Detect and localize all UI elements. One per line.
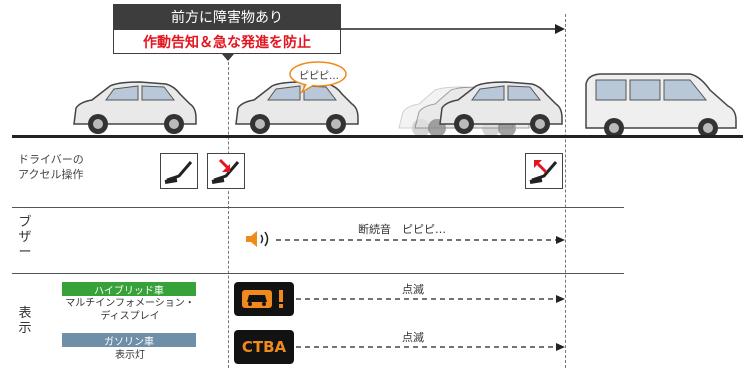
road-line [12,135,743,138]
driver-label-line2: アクセル操作 [18,168,84,181]
speech-bubble [289,61,347,94]
pedal-released-icon [160,153,198,189]
gasoline-badge: ガソリン車 [62,333,196,348]
hybrid-badge: ハイブリッド車 [62,282,196,297]
display-label: 表示 [18,306,32,336]
car-icon-1 [73,81,197,134]
hybrid-caption-line2: ディスプレイ [100,311,160,322]
hybrid-blink-arrow [296,295,565,303]
buzzer-text: 断続音 ピピピ… [358,223,446,236]
car-icon-3 [439,81,563,134]
event-line-right [565,14,566,368]
hybrid-blink-text: 点滅 [402,283,424,296]
pedal-pressed-icon [207,153,245,189]
gasoline-blink-arrow [296,343,565,351]
speech-text: ピピピ… [299,71,339,82]
gasoline-blink-text: 点滅 [402,331,424,344]
header-title: 前方に障害物あり [113,4,341,29]
gasoline-caption: 表示灯 [115,350,145,361]
ctba-indicator: CTBA [234,330,294,364]
hybrid-caption-line1: マルチインフォメーション・ [65,298,195,309]
van-obstacle-icon [585,73,737,138]
mid-warning-indicator [234,282,294,316]
header-subtitle: 作動告知＆急な発進を防止 [113,29,341,54]
pedal-released-red-icon [525,153,563,189]
event-line-left [228,62,229,368]
row-divider-1 [12,207,624,208]
top-arrow [341,24,565,34]
header-pointer [222,54,234,61]
driver-label-line1: ドライバーの [18,153,84,166]
speaker-icon [246,231,269,247]
buzzer-label: ブザー [18,215,32,260]
row-divider-2 [12,273,624,274]
buzzer-arrow [276,236,565,244]
driver-label: ドライバーの アクセル操作 [18,152,84,182]
hybrid-caption: マルチインフォメーション・ ディスプレイ [50,297,210,323]
